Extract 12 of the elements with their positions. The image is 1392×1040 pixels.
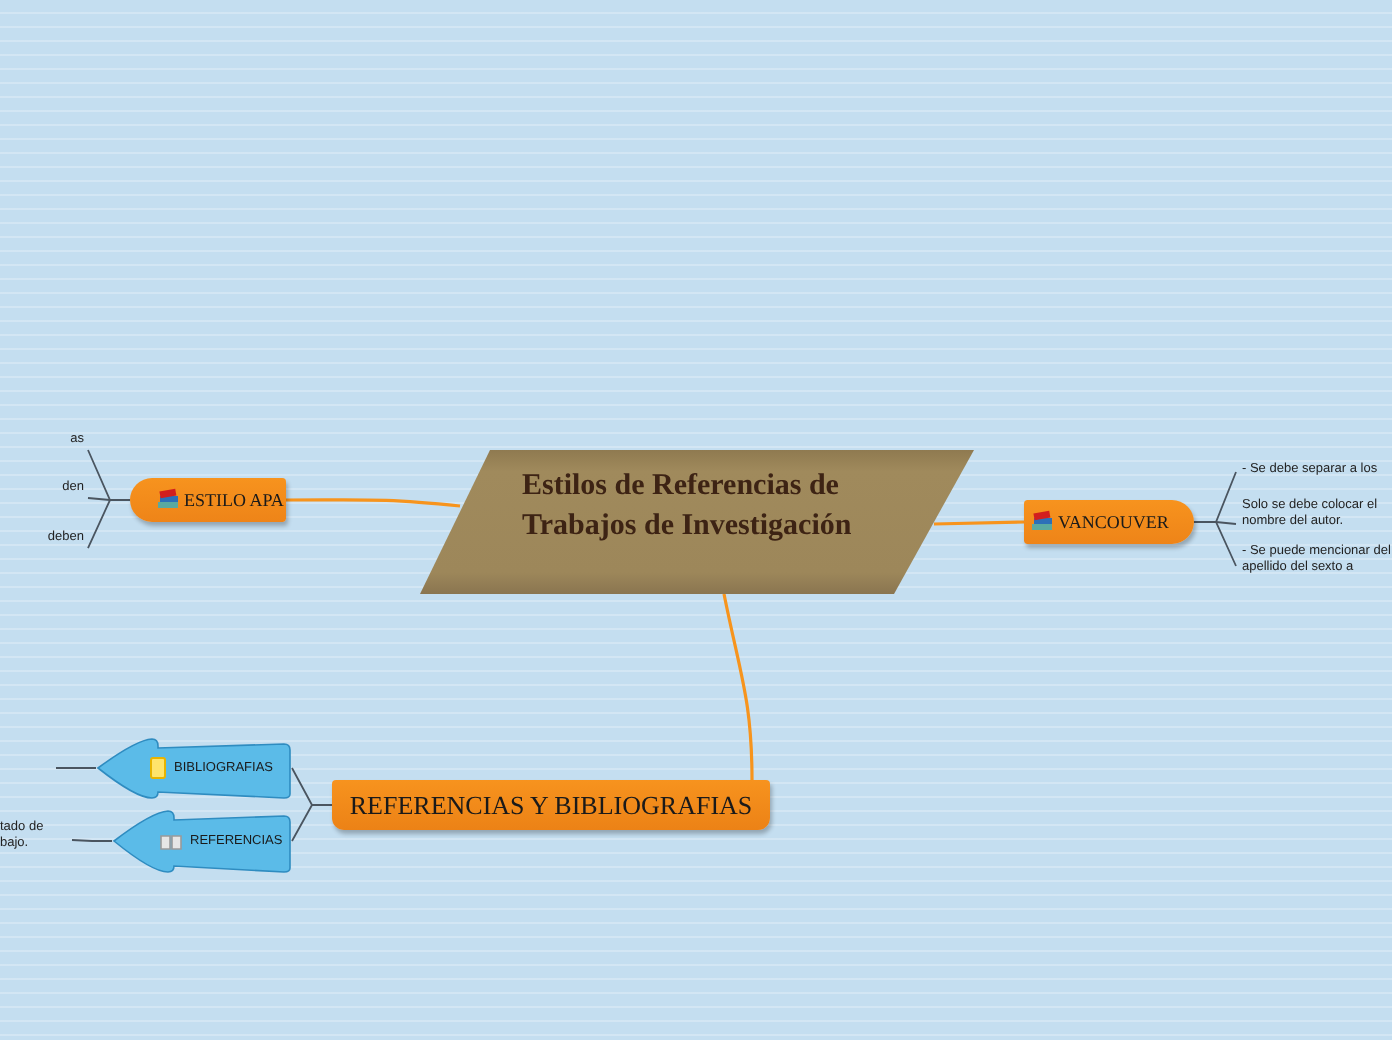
connector-line bbox=[55, 767, 97, 769]
topic-label: VANCOUVER bbox=[1058, 512, 1169, 532]
connector-line bbox=[933, 520, 1025, 526]
title-text: Estilos de Referencias de Trabajos de Investigación bbox=[522, 468, 852, 546]
connector-line bbox=[87, 499, 131, 549]
connector-line bbox=[71, 839, 113, 842]
connector-line bbox=[291, 804, 333, 842]
connector-line bbox=[1193, 521, 1237, 567]
connector-line bbox=[286, 498, 461, 508]
topic-label: ESTILO APA bbox=[184, 490, 284, 510]
topic-label: REFERENCIAS Y BIBLIOGRAFIAS bbox=[349, 789, 753, 821]
connector-line bbox=[722, 593, 754, 781]
